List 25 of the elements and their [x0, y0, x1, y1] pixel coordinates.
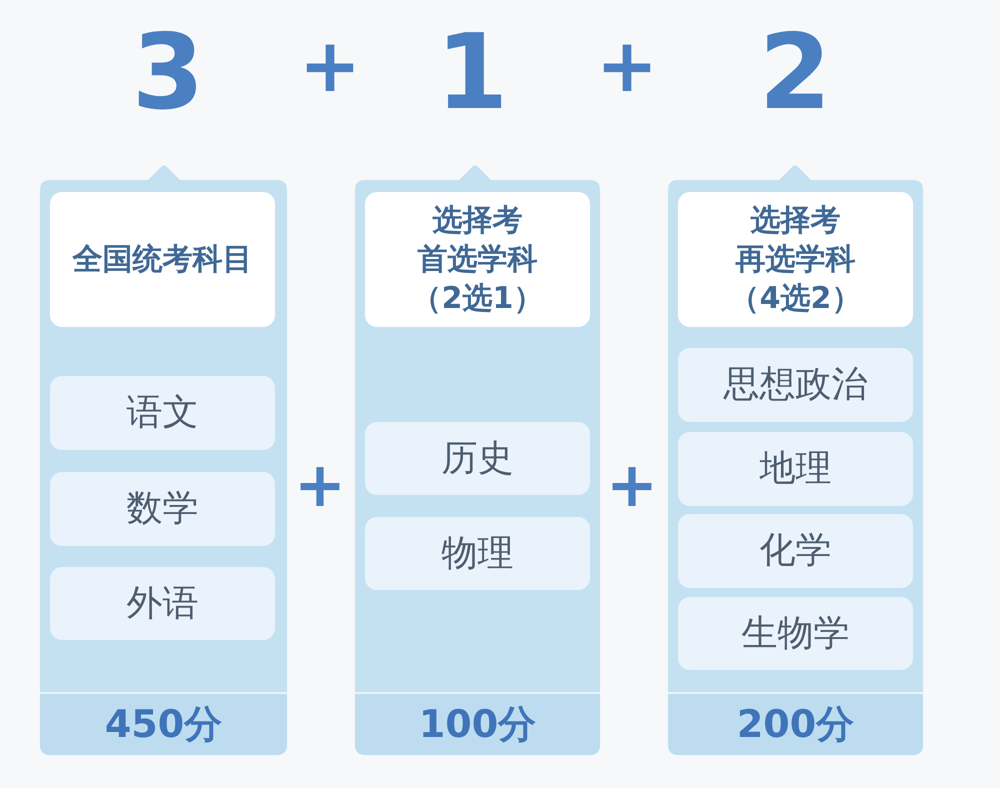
- plus-sign: +: [606, 454, 658, 516]
- header-card: 全国统考科目: [50, 192, 275, 327]
- column-panel: [355, 165, 600, 755]
- plus-sign: +: [596, 29, 658, 103]
- score-band: 450分: [40, 692, 287, 755]
- header-card: 选择考再选学科（4选2）: [678, 192, 913, 327]
- subject-card: 外语: [50, 567, 275, 640]
- score-band: 200分: [668, 692, 923, 755]
- subject-card: 思想政治: [678, 348, 913, 422]
- big-number: 3: [132, 20, 204, 124]
- column-panel: [40, 165, 287, 755]
- big-number: 2: [758, 20, 832, 124]
- subject-card: 历史: [365, 422, 590, 495]
- subject-card: 语文: [50, 376, 275, 450]
- subject-card: 物理: [365, 517, 590, 590]
- subject-card: 数学: [50, 472, 275, 546]
- plus-sign: +: [294, 454, 346, 516]
- subject-card: 生物学: [678, 597, 913, 670]
- header-card: 选择考首选学科（2选1）: [365, 192, 590, 327]
- plus-sign: +: [299, 29, 361, 103]
- big-number: 1: [436, 20, 508, 124]
- score-band: 100分: [355, 692, 600, 755]
- column-panel: [668, 165, 923, 755]
- subject-card: 化学: [678, 514, 913, 588]
- subject-card: 地理: [678, 432, 913, 506]
